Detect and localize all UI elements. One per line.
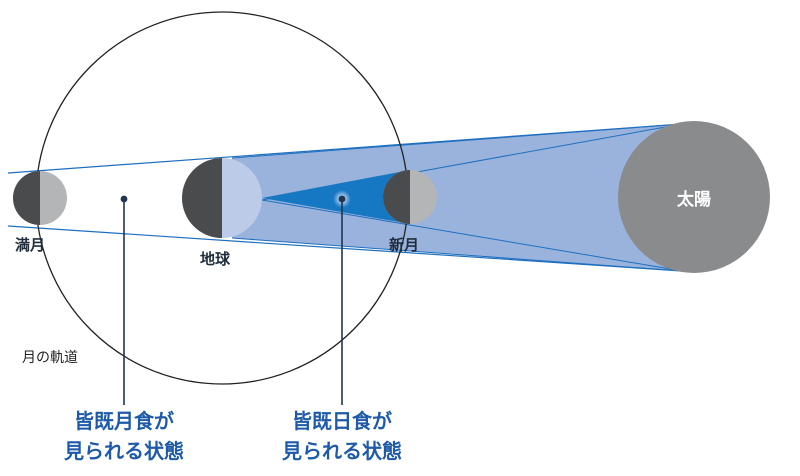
tangent-bottom	[231, 237, 683, 272]
sun	[618, 121, 770, 273]
earth	[182, 158, 262, 238]
lunar-eclipse-dot	[120, 195, 128, 203]
sunlight-cone	[232, 124, 682, 271]
cross-ray-b	[261, 199, 683, 272]
lunar-eclipse-label-line2: 見られる状態	[64, 439, 184, 463]
orbit-label: 月の軌道	[22, 350, 78, 366]
sun-label: 太陽	[677, 189, 711, 210]
new-moon	[383, 170, 437, 224]
earth-label: 地球	[200, 250, 231, 268]
full-moon-label: 満月	[15, 236, 45, 254]
tangent-top	[231, 123, 683, 159]
ray-bottom	[7, 225, 683, 272]
solar-eclipse-dot	[338, 195, 346, 203]
solar-eclipse-label-line2: 見られる状態	[282, 439, 402, 463]
solar-eclipse-label-line1: 皆既日食が	[292, 409, 392, 433]
full-moon	[13, 171, 67, 225]
new-moon-label: 新月	[389, 236, 419, 254]
lunar-eclipse-label-line1: 皆既月食が	[74, 409, 174, 433]
